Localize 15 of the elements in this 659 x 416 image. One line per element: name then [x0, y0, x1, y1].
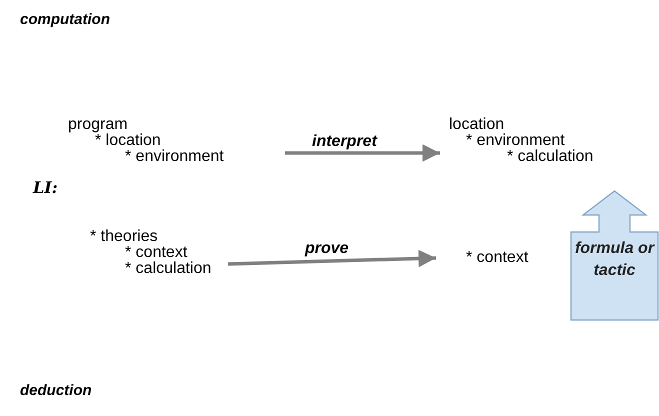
text-line: * environment: [466, 133, 565, 149]
text-line: * calculation: [507, 149, 594, 165]
text-line: * environment: [125, 149, 224, 165]
text-line: * calculation: [125, 261, 212, 277]
text-line: * location: [95, 133, 161, 149]
section-heading: deduction: [20, 382, 92, 399]
section-heading: computation: [20, 11, 110, 28]
text-line: program: [68, 117, 128, 133]
text-line: * theories: [90, 229, 158, 245]
text-line: * context: [466, 250, 528, 266]
row-label: LI:: [33, 178, 58, 197]
edge-label: interpret: [310, 133, 379, 151]
text-line: * context: [125, 245, 188, 261]
text-line: location: [449, 117, 504, 133]
callout-text: formula or tactic: [574, 239, 655, 281]
